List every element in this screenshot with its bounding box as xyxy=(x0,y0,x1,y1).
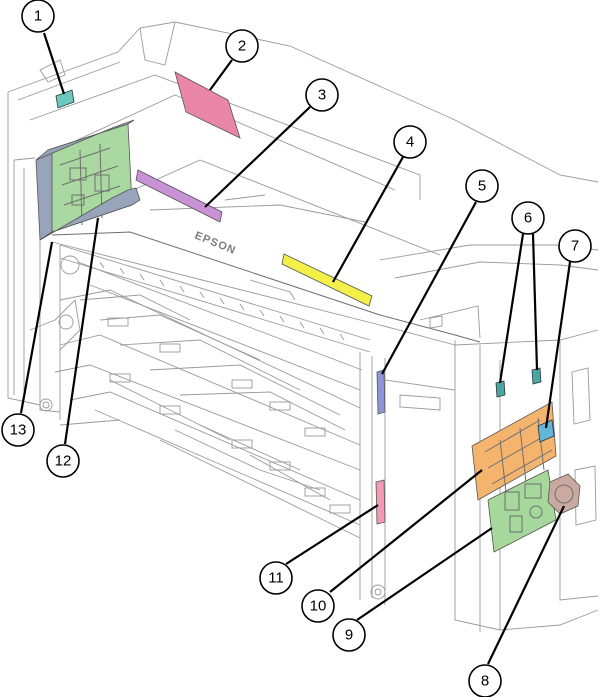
callout-circle-9 xyxy=(332,618,366,652)
part-6-connector-right xyxy=(531,367,542,385)
part-6-connector-left xyxy=(495,380,506,398)
part-8-fan xyxy=(547,473,581,515)
leader-line-10 xyxy=(329,469,483,593)
callout-label-9: 9 xyxy=(345,627,353,644)
callout-label-13: 13 xyxy=(10,422,27,439)
leader-line-6 xyxy=(531,233,539,371)
leader-line-13 xyxy=(19,241,54,414)
part-5-sensor-board xyxy=(376,369,386,415)
callout-label-11: 11 xyxy=(268,570,284,587)
callout-circle-2 xyxy=(225,29,259,63)
part-1-sensor-board xyxy=(55,89,75,109)
brand-logo: EPSON xyxy=(193,230,238,257)
callout-circle-5 xyxy=(465,169,499,203)
callout-circle-12 xyxy=(46,444,80,478)
printer-body-outline xyxy=(7,21,599,632)
callout-label-4: 4 xyxy=(406,134,414,151)
callout-circle-6 xyxy=(511,201,545,235)
leader-line-12 xyxy=(63,217,100,445)
leader-line-7 xyxy=(544,261,572,429)
leader-line-6 xyxy=(498,233,525,384)
callout-label-7: 7 xyxy=(571,238,579,255)
leader-line-1 xyxy=(42,32,66,95)
callout-label-3: 3 xyxy=(318,87,326,104)
part-2-circuit-board xyxy=(174,71,241,139)
callout-circle-1 xyxy=(21,0,55,33)
callout-label-6: 6 xyxy=(524,210,532,227)
callout-label-12: 12 xyxy=(55,453,72,470)
part-13-bracket xyxy=(35,119,141,241)
leader-line-9 xyxy=(356,527,493,621)
callout-label-10: 10 xyxy=(310,598,327,615)
callout-label-5: 5 xyxy=(478,178,486,195)
part-10-main-board xyxy=(471,401,557,501)
part-3-sensor-bar xyxy=(135,169,223,223)
leader-line-8 xyxy=(487,505,565,665)
callout-circle-10 xyxy=(301,589,335,623)
callout-label-2: 2 xyxy=(238,38,246,55)
callout-circle-7 xyxy=(558,229,592,263)
part-11-sensor-board xyxy=(375,479,386,525)
callout-circle-4 xyxy=(393,125,427,159)
part-10-circuit-board xyxy=(471,401,557,501)
part-8-fan-housing xyxy=(547,473,581,515)
leader-line-3 xyxy=(204,106,311,208)
part-13-frame-top xyxy=(35,119,135,161)
callout-label-1: 1 xyxy=(34,8,42,25)
callout-circle-11 xyxy=(259,561,293,595)
callout-circle-8 xyxy=(468,664,502,697)
part-13-frame-bottom xyxy=(39,187,141,241)
callout-circle-3 xyxy=(305,78,339,112)
leader-line-4 xyxy=(332,156,404,283)
part-9-circuit-board xyxy=(487,469,557,553)
part-4-sensor-bar xyxy=(281,253,373,307)
callout-circle-13 xyxy=(1,413,35,447)
part-13-frame-bracket xyxy=(35,151,53,241)
leader-line-11 xyxy=(285,504,379,565)
leader-line-5 xyxy=(381,201,477,375)
callout-label-8: 8 xyxy=(481,673,489,690)
part-9-power-board xyxy=(487,469,557,553)
leader-line-2 xyxy=(209,59,233,91)
